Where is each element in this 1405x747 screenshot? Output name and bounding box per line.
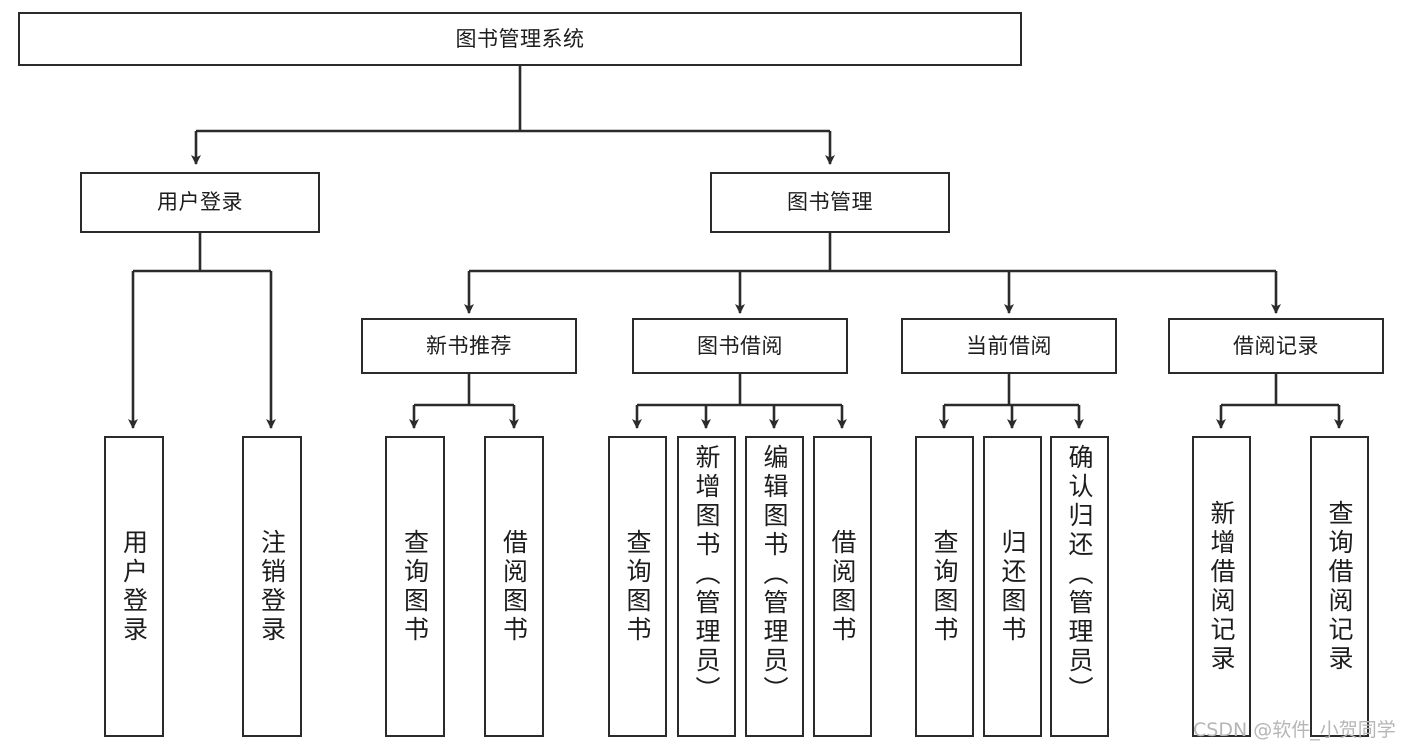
node-label: 新增借阅记录: [1207, 499, 1236, 674]
node-label: 借阅记录: [1233, 333, 1319, 358]
node-leaf-add-book[interactable]: 新增图书（管理员）: [677, 436, 736, 737]
node-new-book-recommend[interactable]: 新书推荐: [361, 318, 577, 374]
node-leaf-query-book-borrow[interactable]: 查询图书: [608, 436, 667, 737]
node-leaf-return-book[interactable]: 归还图书: [983, 436, 1042, 737]
node-label: 新增图书（管理员）: [692, 444, 721, 705]
node-leaf-borrow-book[interactable]: 借阅图书: [813, 436, 872, 737]
node-label: 查询图书: [623, 528, 652, 645]
node-label: 用户登录: [157, 190, 243, 215]
node-book-borrow[interactable]: 图书借阅: [632, 318, 848, 374]
node-label: 借阅图书: [499, 528, 529, 645]
node-label: 用户登录: [119, 528, 149, 645]
node-label: 新书推荐: [426, 333, 512, 358]
node-label: 图书管理系统: [455, 26, 585, 51]
node-leaf-edit-book[interactable]: 编辑图书（管理员）: [745, 436, 804, 737]
node-user-login[interactable]: 用户登录: [80, 172, 320, 233]
node-leaf-logout[interactable]: 注销登录: [242, 436, 302, 737]
node-leaf-add-borrow-record[interactable]: 新增借阅记录: [1192, 436, 1251, 737]
node-leaf-query-borrow-record[interactable]: 查询借阅记录: [1310, 436, 1369, 737]
node-label: 当前借阅: [966, 333, 1052, 358]
node-label: 查询图书: [930, 528, 959, 645]
node-label: 查询借阅记录: [1325, 499, 1354, 674]
node-label: 图书管理: [787, 190, 873, 215]
node-label: 确认归还（管理员）: [1065, 444, 1094, 705]
node-leaf-query-book-recommend[interactable]: 查询图书: [385, 436, 445, 737]
node-leaf-query-book-current[interactable]: 查询图书: [915, 436, 974, 737]
node-root-book-management-system[interactable]: 图书管理系统: [18, 12, 1022, 66]
node-label: 归还图书: [998, 528, 1027, 645]
node-borrow-record[interactable]: 借阅记录: [1168, 318, 1384, 374]
csdn-watermark: CSDN @软件_小贺同学: [1193, 719, 1396, 741]
node-label: 借阅图书: [828, 528, 857, 645]
node-label: 图书借阅: [697, 333, 783, 358]
node-leaf-borrow-book-recommend[interactable]: 借阅图书: [484, 436, 544, 737]
node-label: 注销登录: [257, 528, 287, 645]
node-book-management[interactable]: 图书管理: [710, 172, 950, 233]
node-leaf-confirm-return[interactable]: 确认归还（管理员）: [1050, 436, 1109, 737]
node-leaf-user-login[interactable]: 用户登录: [104, 436, 164, 737]
node-label: 查询图书: [400, 528, 430, 645]
node-label: 编辑图书（管理员）: [760, 444, 789, 705]
node-current-borrow[interactable]: 当前借阅: [901, 318, 1117, 374]
